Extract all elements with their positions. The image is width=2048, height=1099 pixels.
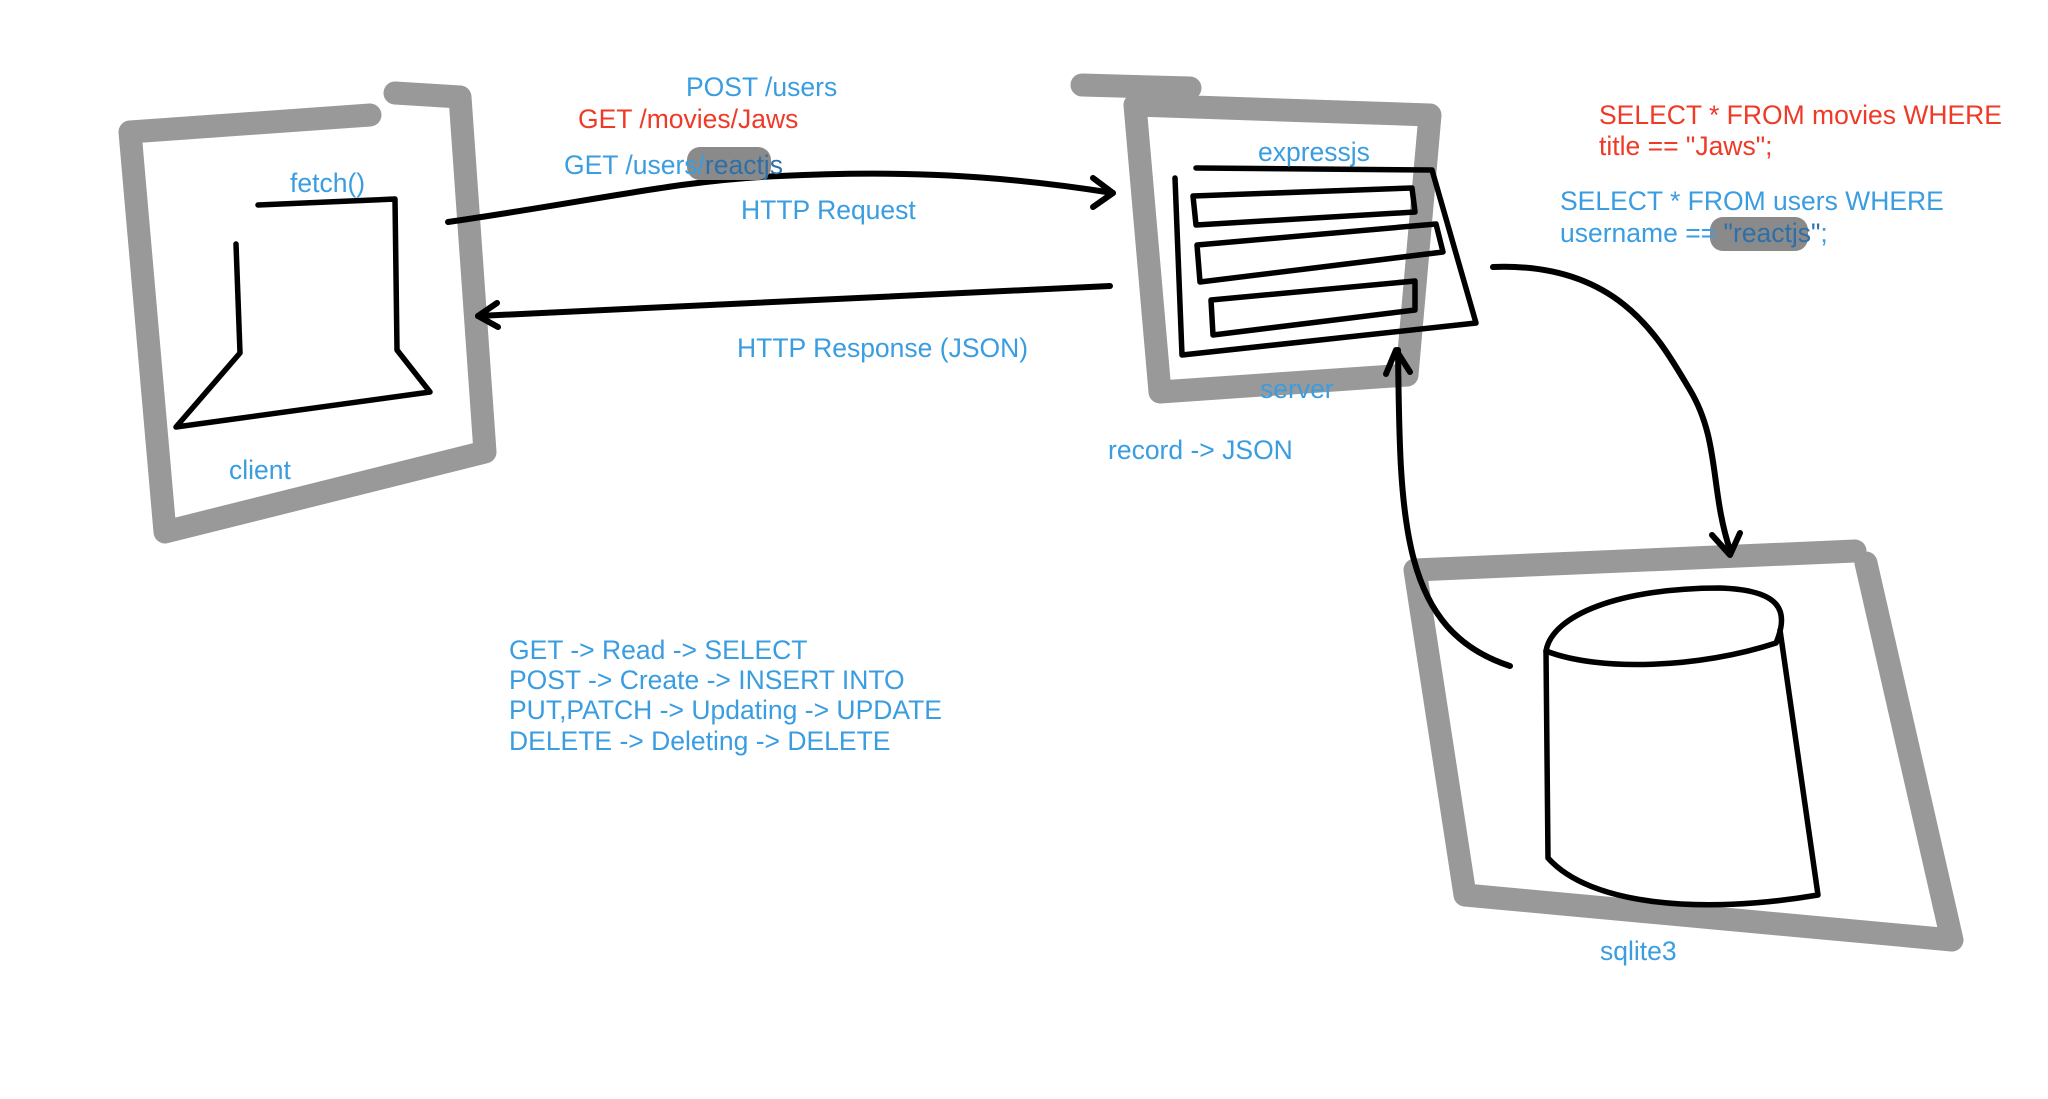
- mapping-line: DELETE -> Deleting -> DELETE: [509, 726, 890, 756]
- mapping-line: POST -> Create -> INSERT INTO: [509, 665, 905, 695]
- http-request-label: HTTP Request: [741, 195, 916, 225]
- http-response-label: HTTP Response (JSON): [737, 333, 1028, 363]
- post-users-label: POST /users: [686, 72, 837, 102]
- get-movies-label: GET /movies/Jaws: [578, 104, 798, 134]
- database-cylinder-icon: [1543, 585, 1821, 908]
- mapping-line: PUT,PATCH -> Updating -> UPDATE: [509, 695, 942, 725]
- client-label: client: [229, 455, 292, 485]
- response-arrow: [475, 283, 1113, 330]
- mapping-line: GET -> Read -> SELECT: [509, 635, 808, 665]
- sqlite3-label: sqlite3: [1600, 936, 1677, 966]
- get-users-prefix: GET /users/: [564, 150, 706, 180]
- record-json-label: record -> JSON: [1108, 435, 1293, 465]
- fetch-label: fetch(): [290, 168, 365, 198]
- server-label: server: [1260, 374, 1334, 404]
- database-frame: [1403, 539, 1964, 952]
- request-arrow: [445, 170, 1116, 225]
- users-query-line2: username == "reactjs";: [1560, 218, 1828, 248]
- get-users-label: GET /users/reactjs: [564, 150, 783, 180]
- server-rack-icon: [1172, 165, 1479, 358]
- laptop-icon: [173, 196, 433, 430]
- query-arrow: [1490, 263, 1743, 558]
- movies-query-line1: SELECT * FROM movies WHERE: [1599, 100, 2002, 130]
- reactjs-url-highlight: [687, 147, 771, 180]
- server-frame: [1070, 73, 1442, 404]
- users-query-line1: SELECT * FROM users WHERE: [1560, 186, 1944, 216]
- users-query-suffix: ;: [1820, 218, 1827, 248]
- expressjs-label: expressjs: [1258, 137, 1370, 167]
- http-sql-mapping: GET -> Read -> SELECT POST -> Create -> …: [509, 635, 942, 756]
- client-frame: [118, 81, 497, 544]
- movies-query-line2: title == "Jaws";: [1599, 131, 1772, 161]
- reactjs-query-highlight: [1710, 217, 1808, 251]
- users-query-param: "reactjs": [1724, 218, 1821, 248]
- users-query-prefix: username ==: [1560, 218, 1724, 248]
- result-arrow: [1383, 347, 1513, 669]
- get-users-param: reactjs: [705, 150, 783, 180]
